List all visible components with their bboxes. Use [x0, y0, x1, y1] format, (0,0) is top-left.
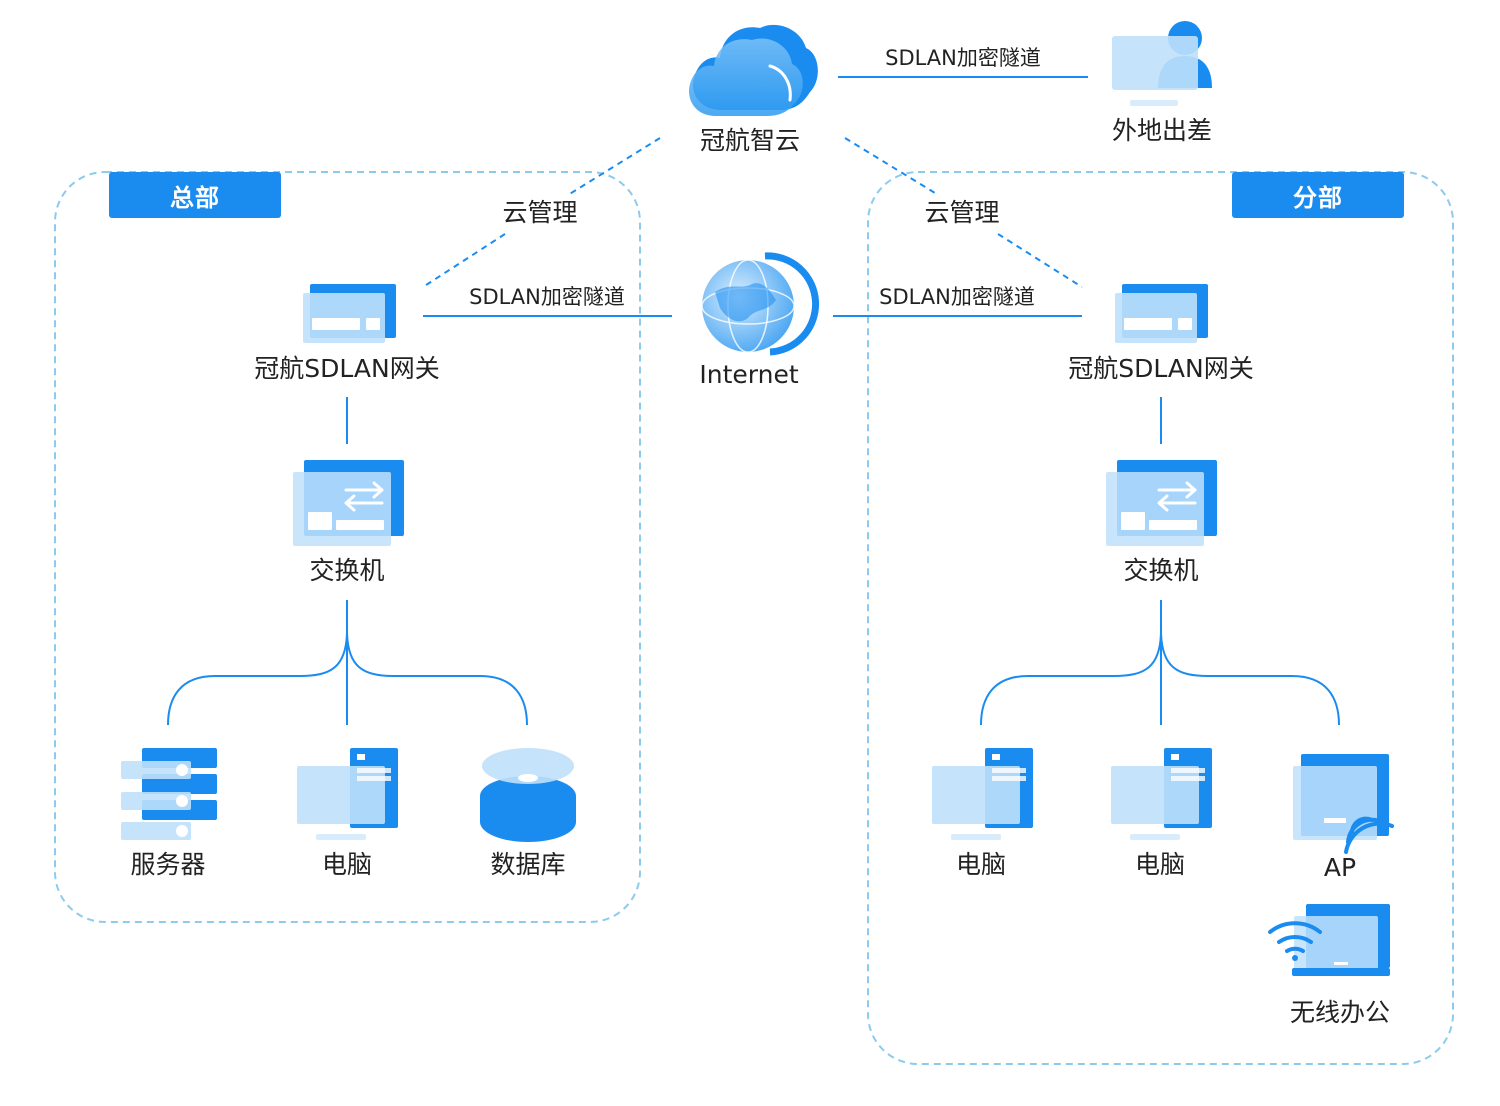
br-gateway-label: 冠航SDLAN网关 — [1068, 354, 1254, 383]
hq-gateway-label: 冠航SDLAN网关 — [254, 354, 440, 383]
cloud-label: 冠航智云 — [699, 126, 801, 155]
hq-tree-lines — [167, 600, 528, 726]
internet-label: Internet — [699, 360, 799, 389]
br-switch-label: 交换机 — [1123, 556, 1199, 585]
mgmt-line-hq-a — [567, 137, 661, 196]
mgmt-line-hq-b — [422, 233, 506, 288]
mgmt-label-hq: 云管理 — [502, 198, 578, 227]
computer-icon — [1111, 748, 1212, 840]
mgmt-label-br: 云管理 — [924, 198, 1000, 227]
hq-db-label: 数据库 — [490, 850, 566, 879]
server-icon — [121, 748, 217, 840]
remote-label: 外地出差 — [1111, 116, 1213, 145]
br-wireless-label: 无线办公 — [1289, 998, 1391, 1027]
branch-region — [867, 171, 1454, 1065]
hq-switch-label: 交换机 — [309, 556, 385, 585]
computer-icon — [932, 748, 1033, 840]
gateway-icon — [303, 284, 396, 343]
mgmt-line-br-b — [997, 233, 1083, 288]
access-point-icon — [1293, 754, 1394, 854]
hq-pc-label: 电脑 — [321, 850, 373, 879]
remote-user-icon — [1112, 21, 1212, 106]
hq-region — [54, 171, 641, 923]
br-pc2-label: 电脑 — [1134, 850, 1186, 879]
tunnel-label-br: SDLAN加密隧道 — [879, 285, 1035, 309]
hq-server-label: 服务器 — [130, 850, 206, 879]
br-pc1-label: 电脑 — [955, 850, 1007, 879]
cloud-icon — [689, 24, 818, 116]
switch-icon — [1106, 460, 1217, 546]
tunnel-label-hq: SDLAN加密隧道 — [469, 285, 625, 309]
globe-icon — [701, 252, 820, 356]
br-ap-label: AP — [1323, 853, 1357, 882]
br-tree-lines — [980, 600, 1340, 726]
computer-icon — [297, 748, 398, 840]
gateway-icon — [1115, 284, 1208, 343]
tunnel-label-cloud-remote: SDLAN加密隧道 — [885, 46, 1041, 70]
branch-badge: 分部 — [1232, 172, 1404, 218]
switch-icon — [293, 460, 404, 546]
wireless-laptop-icon — [1268, 904, 1390, 976]
mgmt-line-br-a — [844, 137, 936, 194]
hq-badge: 总部 — [109, 172, 281, 218]
database-icon — [480, 748, 576, 842]
